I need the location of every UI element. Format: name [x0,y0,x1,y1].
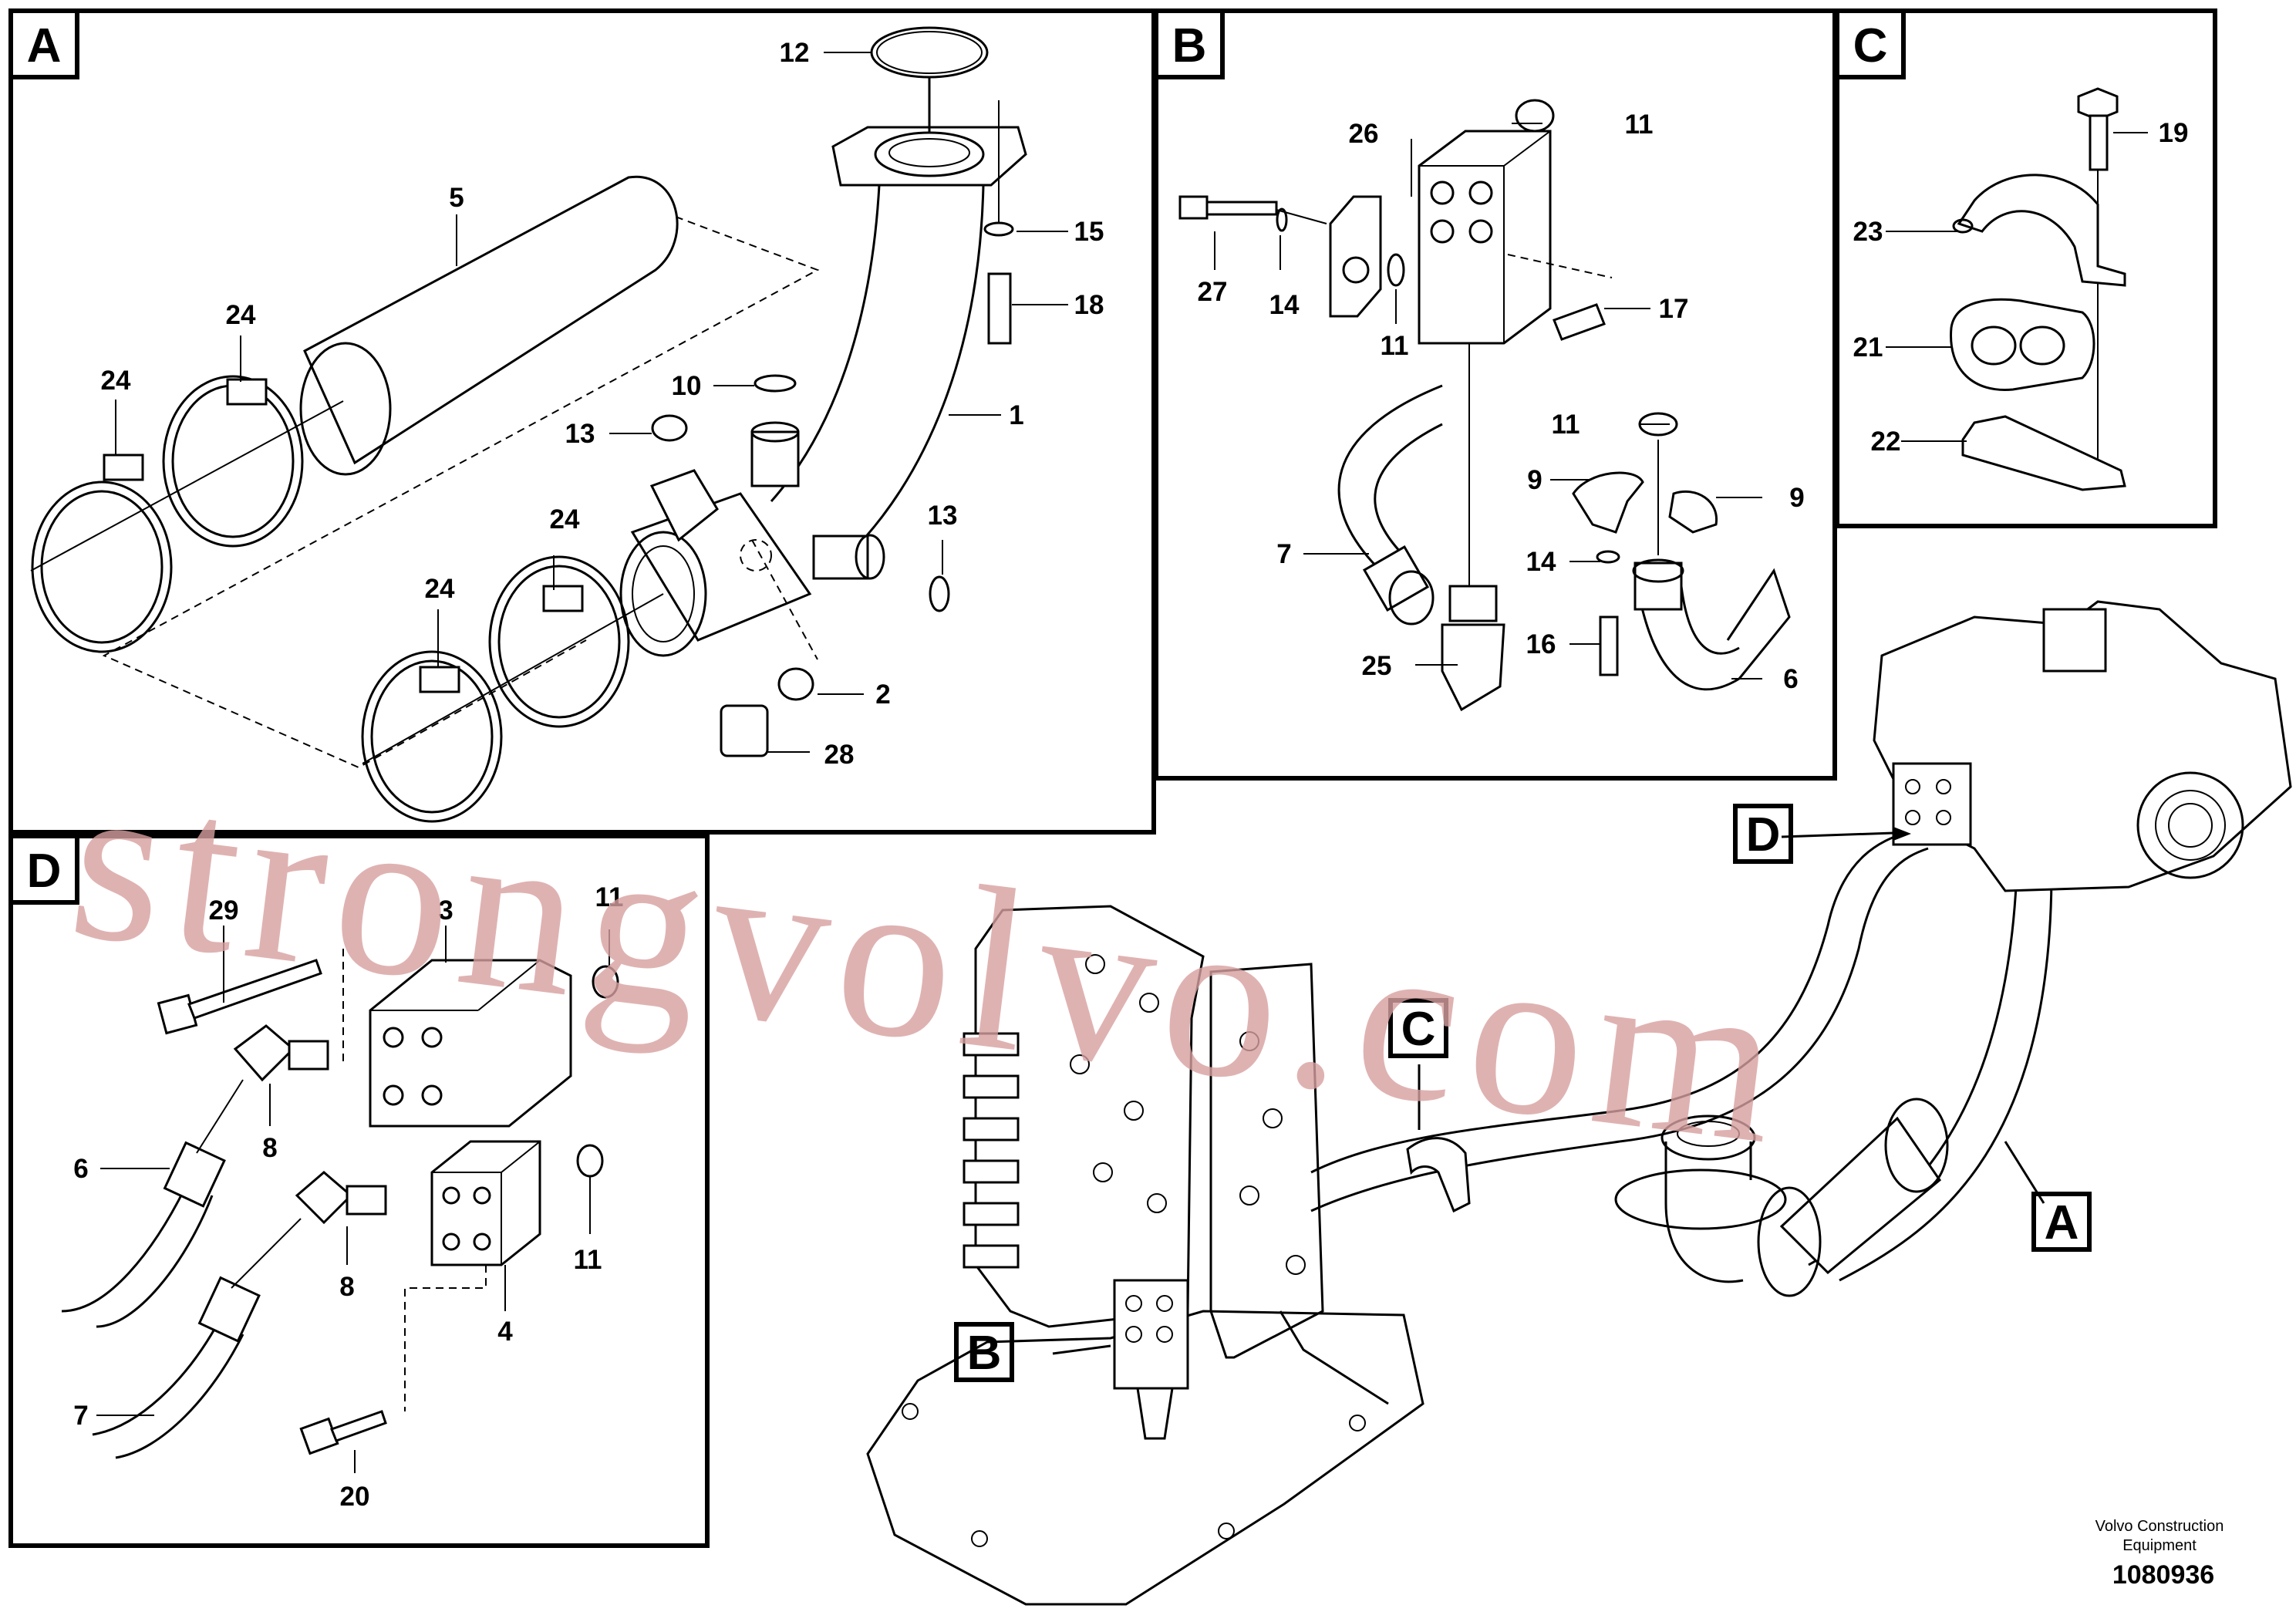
part-number: 27 [1198,277,1228,307]
svg-text:D: D [27,845,62,898]
credit-line-2: Equipment [2122,1537,2197,1554]
panel-c-tag: C [1835,8,1906,79]
part-number: 7 [73,1401,88,1431]
part-number: 19 [2159,118,2189,148]
part-number: 11 [595,882,624,912]
part-number: 18 [1074,290,1104,320]
svg-text:C: C [1401,1003,1436,1056]
part-number: 16 [1526,629,1556,659]
panel-d-tag: D [8,834,79,905]
drawing-number: 1080936 [2112,1560,2214,1590]
part-number: 14 [1269,290,1300,320]
panel-a-tag: A [8,8,79,79]
part-number: 1 [1009,400,1023,430]
part-number: 2 [875,679,890,710]
callout-a: A [2031,1192,2092,1252]
part-number: 24 [425,574,455,604]
svg-text:B: B [967,1327,1002,1380]
part-number: 14 [1526,547,1556,577]
part-number: 22 [1871,427,1901,457]
part-number: 13 [565,419,595,449]
part-number: 25 [1362,651,1392,681]
svg-text:A: A [2045,1196,2079,1249]
callout-d: D [1733,804,1793,864]
part-number: 24 [550,504,580,534]
panel-c-frame [1835,8,2217,528]
part-number: 11 [1381,331,1409,361]
credit-line-1: Volvo Construction [2095,1518,2224,1535]
part-number: 6 [1783,664,1798,694]
part-number: 24 [101,366,131,396]
panel-a-drawing [30,26,1068,823]
svg-text:C: C [1853,19,1888,73]
part-number: 4 [497,1317,513,1347]
svg-text:D: D [1746,808,1781,862]
part-number: 24 [226,300,256,330]
panel-d-drawing [61,926,619,1473]
part-number: 20 [340,1482,370,1512]
part-number: 3 [438,895,453,926]
svg-text:B: B [1172,19,1207,73]
part-number: 11 [1625,110,1654,140]
part-number: 29 [209,895,239,926]
part-number: 11 [1552,410,1580,440]
main-assembly-drawing [866,600,2292,1606]
part-number: 7 [1276,539,1291,569]
part-number: 8 [339,1272,354,1302]
part-number: 23 [1853,217,1883,247]
callout-c: C [1388,998,1448,1058]
part-number: 15 [1074,217,1104,247]
part-number: 26 [1349,119,1379,149]
part-number: 10 [672,371,702,401]
part-number: 11 [574,1245,602,1275]
part-number: 5 [449,183,464,213]
part-number: 21 [1853,332,1883,363]
panel-b-drawing [1178,99,1791,712]
panel-c-drawing [1886,87,2148,491]
callout-b: B [954,1322,1014,1382]
panel-d-frame [8,834,710,1548]
part-number: 12 [780,38,810,68]
svg-text:A: A [27,19,62,73]
part-number: 9 [1527,465,1542,495]
part-number: 9 [1789,483,1804,513]
valve-spools [963,1032,1020,1269]
panel-b-tag: B [1154,8,1225,79]
part-number: 8 [262,1133,277,1163]
valve-bolt-dots [1070,954,1306,1275]
watermark: strongvolvo.com [59,729,1802,1194]
part-number: 13 [928,501,958,531]
part-number: 17 [1659,294,1689,324]
part-number: 6 [73,1154,88,1184]
part-number: 28 [824,740,855,770]
